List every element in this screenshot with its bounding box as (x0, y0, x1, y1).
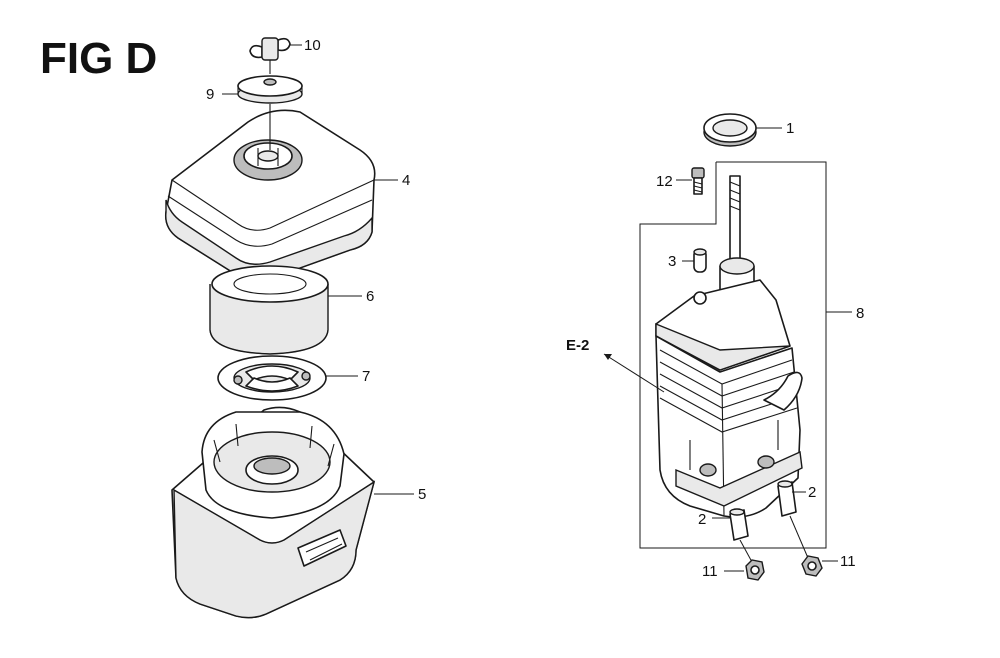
part-7-grommet-plate (217, 355, 327, 401)
part-6-filter-element (209, 265, 329, 355)
part-8-group-bracket (639, 161, 827, 549)
part-5-cleaner-case (171, 406, 376, 619)
part-11-nut-left (745, 559, 765, 581)
part-3-dowel-pin (693, 248, 707, 273)
callout-12: 12 (656, 173, 673, 190)
part-4-cleaner-cover (164, 104, 376, 281)
part-2-dowel-left (729, 508, 749, 541)
part-10-wing-nut (249, 37, 291, 74)
callout-8: 8 (856, 305, 864, 322)
callout-2-right: 2 (808, 484, 816, 501)
cylinder-assembly (655, 175, 803, 518)
callout-5: 5 (418, 486, 426, 503)
callout-4: 4 (402, 172, 410, 189)
callout-3: 3 (668, 253, 676, 270)
callout-7: 7 (362, 368, 370, 385)
callout-6: 6 (366, 288, 374, 305)
figure-title: FIG D (40, 34, 157, 83)
callout-11-left: 11 (702, 563, 718, 580)
callout-2-left: 2 (698, 511, 706, 528)
part-9-cap (237, 75, 303, 104)
guide-11-right (789, 515, 809, 559)
part-12-bolt (691, 167, 705, 195)
reference-e2: E-2 (566, 337, 589, 354)
reference-e2-leader (603, 353, 665, 393)
part-1-seal-ring (703, 113, 757, 147)
part-11-nut-right (801, 555, 823, 577)
callout-1: 1 (786, 120, 794, 137)
callout-11-right: 11 (840, 553, 856, 570)
guide-11-left (739, 539, 753, 563)
reference-e2-arrowhead (604, 354, 612, 360)
part-2-dowel-right (777, 480, 797, 517)
callout-9: 9 (206, 86, 214, 103)
callout-10: 10 (304, 37, 321, 54)
